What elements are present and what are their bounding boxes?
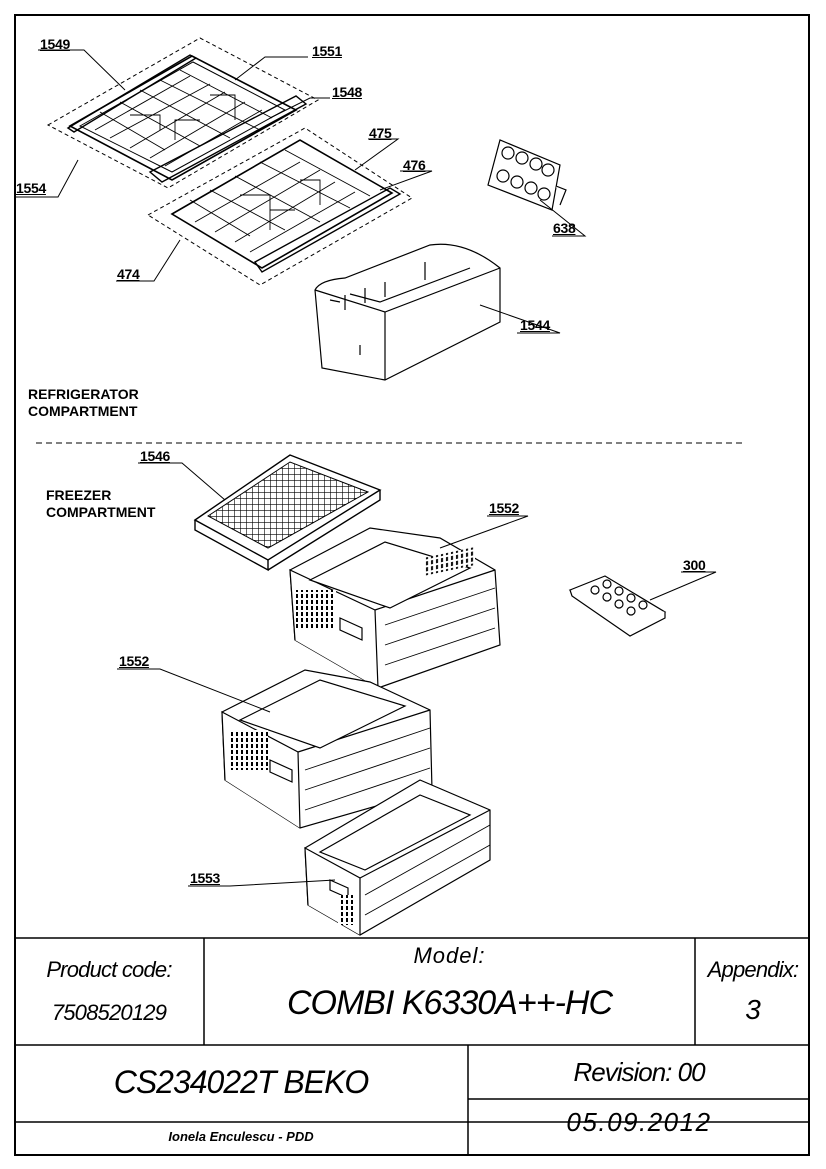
author: Ionela Enculescu - PDD: [168, 1129, 314, 1144]
refrigerator-compartment-label: REFRIGERATOR COMPARTMENT: [28, 386, 139, 420]
crisper-drawer: [314, 243, 501, 381]
part-label-1554: 1554: [16, 180, 46, 196]
freezer-drawer-bottom: [304, 779, 491, 936]
part-label-1552-upper: 1552: [489, 500, 519, 516]
freezer-shelf: [193, 454, 382, 572]
freezer-compartment-label: FREEZER COMPARTMENT: [46, 487, 155, 521]
product-code-value: 7508520129: [51, 1000, 167, 1025]
document-number: CS234022T BEKO: [113, 1064, 370, 1100]
ice-tray: [568, 575, 667, 637]
refrigerator-label-line2: COMPARTMENT: [28, 403, 138, 419]
freezer-drawer-upper: [289, 527, 501, 689]
part-label-1544: 1544: [520, 317, 550, 333]
product-code-label: Product code:: [46, 957, 172, 982]
egg-tray: [487, 139, 567, 211]
leader-lines: [14, 49, 717, 887]
part-label-638: 638: [553, 220, 576, 236]
freezer-drawer-lower: [221, 669, 433, 829]
model-value: COMBI K6330A++-HC: [286, 984, 613, 1022]
model-label: Model:: [413, 943, 486, 968]
glass-shelf-lower: [147, 127, 413, 286]
refrigerator-label-line1: REFRIGERATOR: [28, 386, 139, 402]
date: 05.09.2012: [566, 1107, 712, 1137]
part-label-1551: 1551: [312, 43, 342, 59]
part-label-300: 300: [683, 557, 706, 573]
part-label-1552-lower: 1552: [119, 653, 149, 669]
freezer-label-line2: COMPARTMENT: [46, 504, 156, 520]
part-label-1553: 1553: [190, 870, 220, 886]
appendix-label: Appendix:: [707, 957, 799, 982]
glass-shelf-upper: [46, 37, 320, 189]
freezer-label-line1: FREEZER: [46, 487, 112, 503]
part-label-1546: 1546: [140, 448, 170, 464]
drawing-frame: [14, 14, 810, 1156]
part-label-474: 474: [117, 266, 140, 282]
part-label-475: 475: [369, 125, 392, 141]
part-label-476: 476: [403, 157, 426, 173]
part-label-1549: 1549: [40, 36, 70, 52]
revision: Revision: 00: [573, 1057, 705, 1087]
title-block-grid: [14, 937, 810, 1156]
appendix-value: 3: [745, 994, 761, 1025]
part-label-1548: 1548: [332, 84, 362, 100]
